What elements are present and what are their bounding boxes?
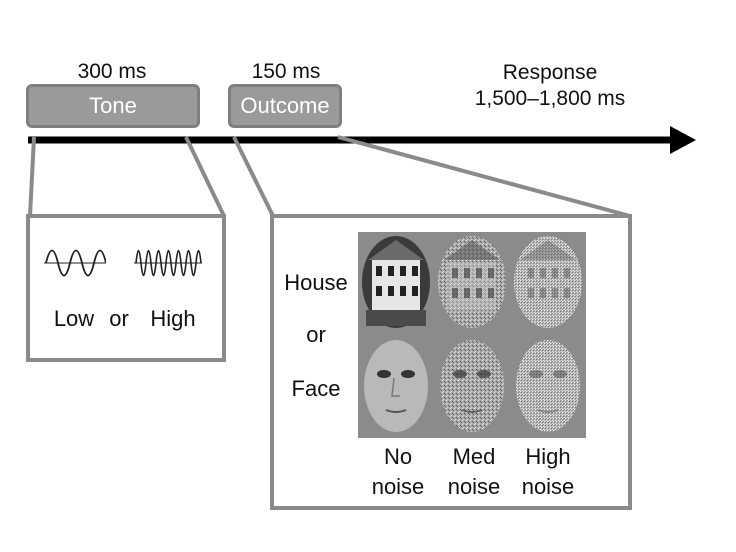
high-tone-label: High [150,306,196,331]
outcome-connector-left [232,136,275,217]
face-no-noise-image [364,340,428,432]
tone-phase-box: Tone [26,84,200,128]
tone-phase-label: Tone [89,93,137,118]
no-noise-line2: noise [371,474,425,499]
face-label: Face [291,376,341,401]
tone-or-label: or [109,306,129,331]
response-title: Response [502,61,598,84]
high-tone-waveform-icon [134,249,202,277]
timeline-arrowhead [670,126,696,154]
high-noise-line2: noise [521,474,575,499]
outcome-or-label: or [306,322,326,347]
med-noise-label: Med noise [442,442,506,502]
house-high-noise-image [514,236,582,328]
outcome-phase-label: Outcome [240,93,330,118]
tone-duration: 300 ms [77,60,147,83]
house-no-noise-image [362,236,430,328]
high-noise-label: High noise [516,442,580,502]
house-med-noise-image [438,236,506,328]
outcome-phase-box: Outcome [228,84,342,128]
face-med-noise-image [440,340,504,432]
house-label: House [284,270,348,295]
med-noise-line2: noise [447,474,501,499]
low-tone-waveform-icon [44,249,106,277]
no-noise-label: No noise [366,442,430,502]
tone-connector-left [28,136,36,217]
tone-panel [26,214,226,362]
outcome-connector-right [337,135,631,218]
med-noise-line1: Med [452,444,496,469]
stimulus-images [362,236,582,432]
tone-connector-right [184,136,226,217]
response-duration: 1,500–1,800 ms [474,87,626,110]
outcome-duration: 150 ms [251,60,321,83]
high-noise-line1: High [525,444,571,469]
face-high-noise-image [516,340,580,432]
no-noise-line1: No [383,444,413,469]
response-label: Response 1,500–1,800 ms [440,60,660,112]
low-tone-label: Low [53,306,95,331]
